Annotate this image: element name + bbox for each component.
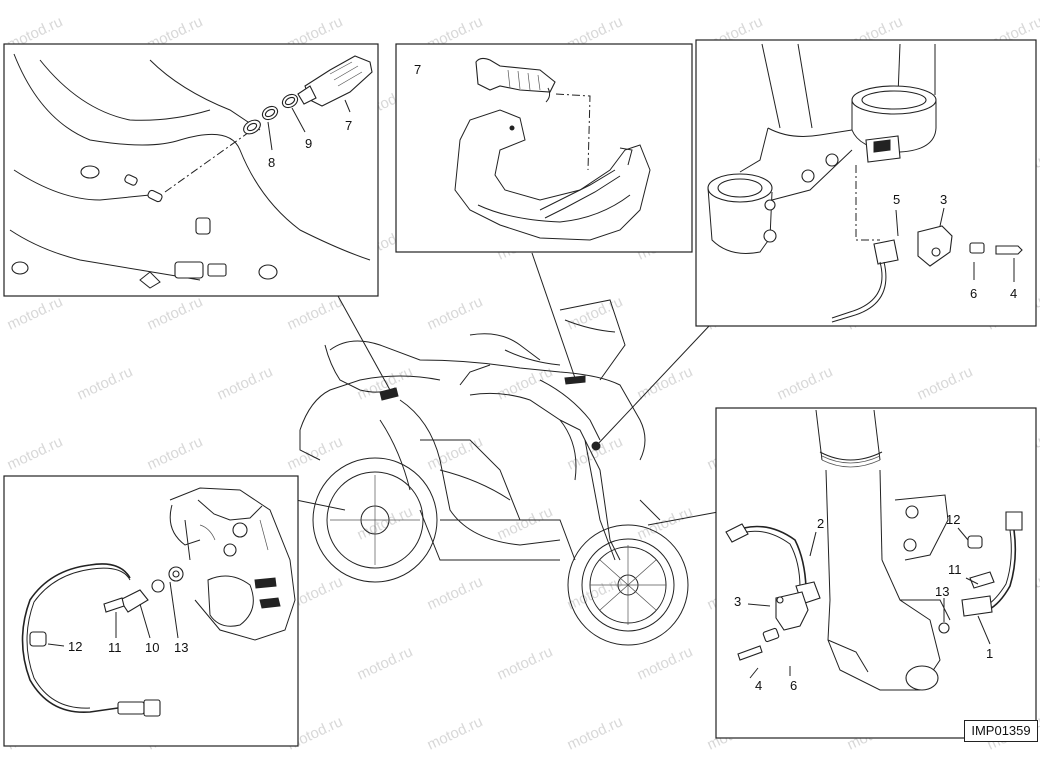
motorcycle-illustration: [299, 299, 689, 646]
callout-br-13: 13: [935, 584, 949, 599]
callout-labels: 7 8 9 7 3 4 5 6 11 10 13 12 2 3 4 6 12 1…: [68, 62, 1017, 693]
watermark-text: motod.ru: [635, 363, 696, 403]
watermark-text: motod.ru: [425, 713, 486, 753]
watermark-text: motod.ru: [145, 433, 206, 473]
watermark-text: motod.ru: [355, 503, 416, 543]
panel-top-left: [3, 43, 379, 297]
callout-tr-4: 4: [1010, 286, 1017, 301]
watermark-text: motod.ru: [75, 363, 136, 403]
watermark-text: motod.ru: [565, 713, 626, 753]
callout-tl-8: 8: [268, 155, 275, 170]
watermark-text: motod.ru: [425, 433, 486, 473]
callout-br-2: 2: [817, 516, 824, 531]
watermark-text: motod.ru: [425, 573, 486, 613]
callout-br-12: 12: [946, 512, 960, 527]
callout-br-11: 11: [948, 562, 962, 577]
watermark-text: motod.ru: [495, 643, 556, 683]
callout-bl-12: 12: [68, 639, 82, 654]
callout-br-6: 6: [790, 678, 797, 693]
leader-lines: [295, 252, 719, 526]
callout-tr-5: 5: [893, 192, 900, 207]
watermark-text: motod.ru: [565, 573, 626, 613]
watermark-text: motod.ru: [635, 643, 696, 683]
callout-tr-6: 6: [970, 286, 977, 301]
watermark-text: motod.ru: [565, 293, 626, 333]
watermark-text: motod.ru: [5, 293, 66, 333]
callout-tl-7: 7: [345, 118, 352, 133]
reference-code: IMP01359: [964, 720, 1038, 742]
callout-tm-7: 7: [414, 62, 421, 77]
panel-bottom-left: [3, 475, 299, 747]
panel-top-right: [695, 39, 1037, 327]
watermark-text: motod.ru: [565, 433, 626, 473]
callout-tl-9: 9: [305, 136, 312, 151]
watermark-text: motod.ru: [5, 433, 66, 473]
callout-bl-11: 11: [108, 640, 122, 655]
panel-bottom-right: [715, 407, 1037, 739]
watermark-text: motod.ru: [215, 363, 276, 403]
callout-br-1: 1: [986, 646, 993, 661]
watermark-text: motod.ru: [285, 433, 346, 473]
watermark-text: motod.ru: [145, 293, 206, 333]
watermark-text: motod.ru: [775, 363, 836, 403]
callout-br-4: 4: [755, 678, 762, 693]
watermark-text: motod.ru: [355, 643, 416, 683]
callout-bl-10: 10: [145, 640, 159, 655]
watermark-text: motod.ru: [285, 293, 346, 333]
watermark-text: motod.ru: [915, 363, 976, 403]
watermark-text: motod.ru: [495, 503, 556, 543]
callout-br-3: 3: [734, 594, 741, 609]
panel-top-middle: [395, 43, 693, 253]
callout-bl-13: 13: [174, 640, 188, 655]
callout-tr-3: 3: [940, 192, 947, 207]
watermark-text: motod.ru: [425, 293, 486, 333]
